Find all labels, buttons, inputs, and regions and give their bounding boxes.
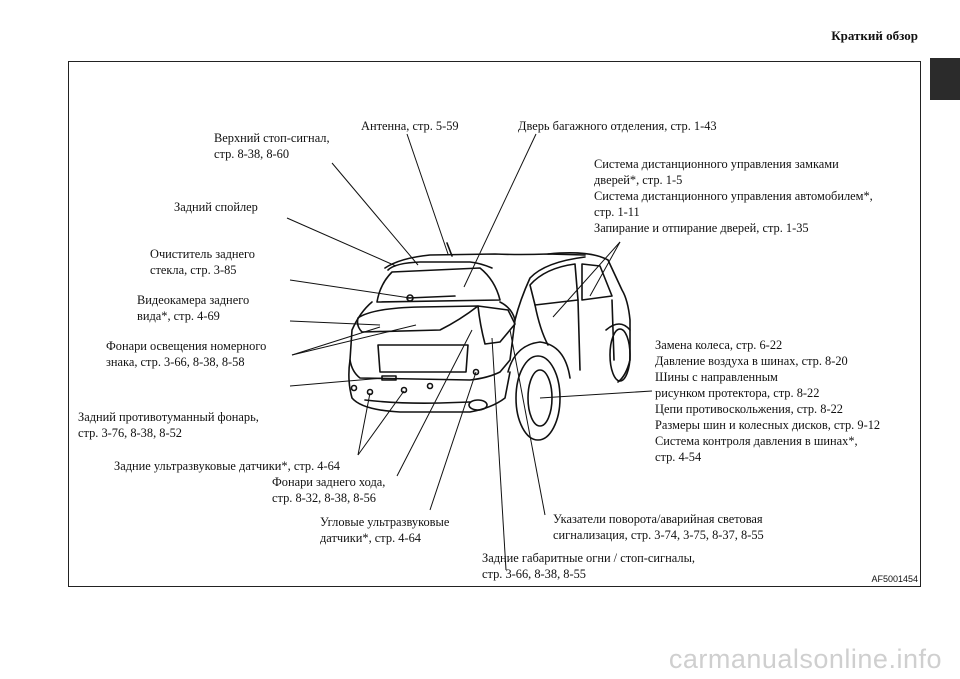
label-tail-lamps: Задние габаритные огни / стоп-сигналы, с… [482, 551, 695, 581]
figure-frame [68, 61, 921, 587]
car-body-outline [348, 242, 631, 441]
label-plate-lamps: Фонари освещения номерного знака, стр. 3… [106, 339, 267, 369]
label-remote-systems: Система дистанционного управления замкам… [594, 157, 873, 235]
label-rear-spoiler: Задний спойлер [174, 200, 258, 214]
watermark: carmanualsonline.info [668, 644, 942, 674]
label-reverse-lamps: Фонари заднего хода, стр. 8-32, 8-38, 8-… [272, 475, 386, 505]
label-rear-camera: Видеокамера заднего вида*, стр. 4-69 [137, 293, 250, 323]
section-tab-marker [930, 58, 960, 100]
label-upper-brake-light: Верхний стоп-сигнал, стр. 8-38, 8-60 [214, 131, 330, 161]
leader-lines [286, 133, 653, 571]
label-tailgate: Дверь багажного отделения, стр. 1-43 [518, 119, 717, 133]
label-turn-signals: Указатели поворота/аварийная световая си… [553, 512, 764, 542]
label-rear-ultrasonic-sensors: Задние ультразвуковые датчики*, стр. 4-6… [114, 459, 340, 473]
label-rear-fog-lamp: Задний противотуманный фонарь, стр. 3-76… [78, 410, 259, 440]
figure-code: AF5001454 [871, 574, 918, 584]
label-rear-wiper: Очиститель заднего стекла, стр. 3-85 [150, 247, 255, 277]
page-header-title: Краткий обзор [831, 28, 918, 43]
label-corner-sensors: Угловые ультразвуковые датчики*, стр. 4-… [320, 515, 450, 545]
label-wheels-tires: Замена колеса, стр. 6-22 Давление воздух… [655, 338, 881, 464]
label-antenna: Антенна, стр. 5-59 [361, 119, 459, 133]
